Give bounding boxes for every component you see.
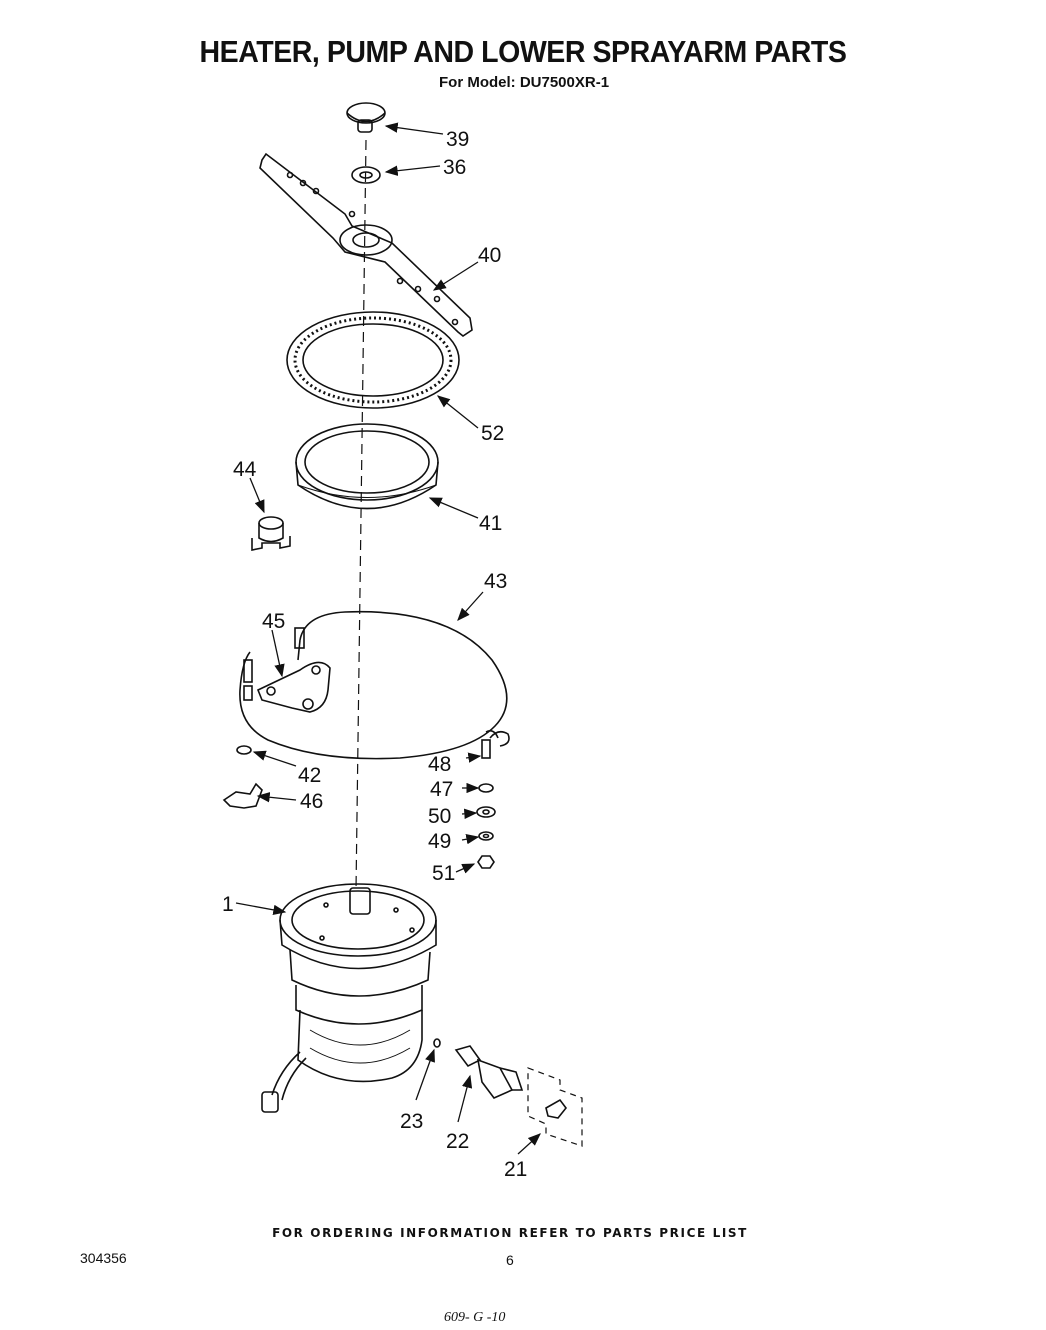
label-22: 22 xyxy=(446,1130,469,1153)
label-1: 1 xyxy=(222,893,234,916)
page-number: 6 xyxy=(506,1252,514,1268)
ordering-note: FOR ORDERING INFORMATION REFER TO PARTS … xyxy=(272,1226,748,1240)
model-subtitle: For Model: DU7500XR-1 xyxy=(439,74,610,91)
label-39: 39 xyxy=(446,128,469,151)
label-46: 46 xyxy=(300,790,323,813)
label-50: 50 xyxy=(428,805,451,828)
center-axis xyxy=(355,139,367,891)
part-44-thermostat xyxy=(251,516,291,551)
leader-arrows xyxy=(235,122,541,1155)
part-1-pump-motor xyxy=(261,883,437,1113)
part-42-washer xyxy=(236,745,252,755)
part-48-stud xyxy=(481,730,499,759)
label-47: 47 xyxy=(430,778,453,801)
part-51-nut xyxy=(477,855,495,869)
label-51: 51 xyxy=(432,862,455,885)
part-22-connector xyxy=(454,1045,524,1099)
page-title: HEATER, PUMP AND LOWER SPRAYARM PARTS xyxy=(199,34,847,69)
label-52: 52 xyxy=(481,422,504,445)
part-45-bracket xyxy=(256,661,331,713)
document-number: 304356 xyxy=(80,1250,127,1266)
heater-left-terminal xyxy=(243,659,253,701)
part-46-clip xyxy=(222,782,263,809)
label-44: 44 xyxy=(233,458,257,481)
part-23-o-ring xyxy=(433,1038,441,1048)
part-40-sprayarm xyxy=(259,152,473,337)
label-45: 45 xyxy=(262,610,285,633)
part-labels: 39 36 40 52 44 41 43 45 48 42 47 46 50 4… xyxy=(222,128,527,1181)
part-39-cap xyxy=(346,102,386,133)
label-40: 40 xyxy=(478,244,501,267)
part-52-filter-ring xyxy=(286,311,460,409)
part-41-seal-ring xyxy=(295,423,439,510)
label-23: 23 xyxy=(400,1110,423,1133)
handwritten-code: 609- G -10 xyxy=(444,1310,506,1325)
label-43: 43 xyxy=(484,570,507,593)
part-21-retainer-clip xyxy=(527,1067,583,1147)
label-21: 21 xyxy=(504,1158,527,1181)
label-36: 36 xyxy=(443,156,466,179)
part-47-washer xyxy=(478,783,494,793)
label-49: 49 xyxy=(428,830,451,853)
label-42: 42 xyxy=(298,764,321,787)
part-49-washer xyxy=(478,831,494,841)
part-36-washer xyxy=(351,166,381,184)
part-50-nut xyxy=(476,806,496,818)
label-48: 48 xyxy=(428,753,451,776)
part-43-heater-element xyxy=(239,610,510,760)
label-41: 41 xyxy=(479,512,502,535)
